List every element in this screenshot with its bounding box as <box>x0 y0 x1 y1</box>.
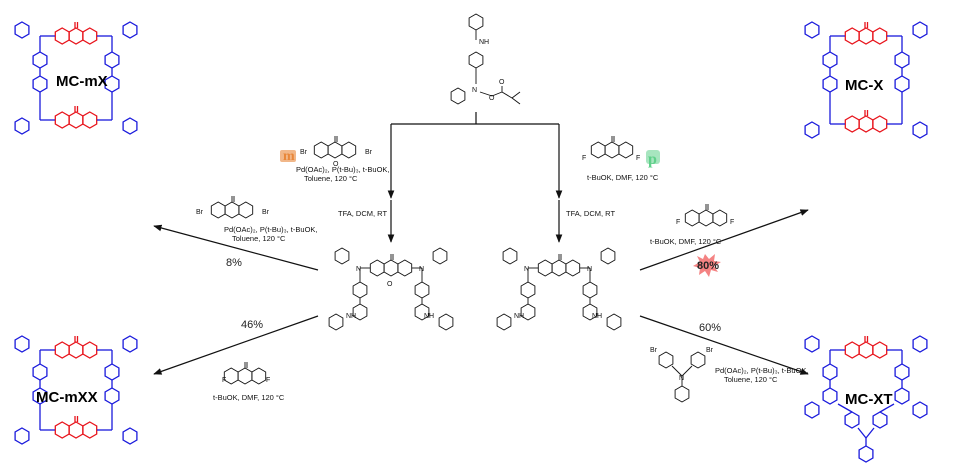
nh-label: NH <box>346 313 356 320</box>
cond-tfa-left: TFA, DCM, RT <box>338 209 387 218</box>
para-marker-badge <box>646 150 660 164</box>
n-label: N <box>472 87 477 94</box>
br-label: Br <box>300 149 308 156</box>
mc-xt-structure <box>804 335 928 463</box>
cond-toluene-left: Toluene, 120 °C <box>232 234 286 243</box>
yield-mc-mx: 8% <box>226 257 242 269</box>
f-label: F <box>582 155 586 162</box>
split-connector <box>387 112 563 243</box>
cond-pd-right: Pd(OAc)₂, P(t-Bu)₃, t-BuOK, <box>715 366 808 375</box>
para-marker: p <box>648 151 657 168</box>
f-label: F <box>730 219 734 226</box>
o-label: O <box>333 161 339 168</box>
n-label: N <box>587 266 592 273</box>
intermediate-para-structure <box>496 247 622 331</box>
n-label: N <box>419 266 424 273</box>
cond-toluene-right: Toluene, 120 °C <box>724 375 778 384</box>
arrow-to-mc-x <box>639 209 809 271</box>
br-label: Br <box>706 347 714 354</box>
o-label: O <box>499 79 505 86</box>
dibromoxanthone-reagent-left <box>211 196 252 218</box>
cond-pd-top-left: Pd(OAc)₂, P(t-Bu)₃, t-BuOK, <box>296 165 389 174</box>
difluoroxanthone-reagent-left <box>224 362 265 384</box>
arrow-to-mc-mx <box>153 224 319 271</box>
mc-xt-label: MC-XT <box>845 391 893 408</box>
n-label: N <box>524 266 529 273</box>
mc-mxx-label: MC-mXX <box>36 389 98 406</box>
yield-mc-xt: 60% <box>699 322 721 334</box>
cond-tbuok-top-right: t-BuOK, DMF, 120 °C <box>587 173 659 182</box>
cond-tfa-right: TFA, DCM, RT <box>566 209 615 218</box>
mc-mx-structure <box>14 21 138 135</box>
f-label: F <box>222 377 226 384</box>
mc-x-structure <box>804 21 928 139</box>
mc-mx-label: MC-mX <box>56 73 108 90</box>
arrow-to-mc-mxx <box>153 315 319 375</box>
dibromoxanthone-meta-reagent <box>314 136 355 158</box>
f-label: F <box>636 155 640 162</box>
nh-label: NH <box>424 313 434 320</box>
nh-label: NH <box>592 313 602 320</box>
br-label: Br <box>650 347 658 354</box>
br-label: Br <box>262 209 270 216</box>
o-label: O <box>387 281 393 288</box>
f-label: F <box>676 219 680 226</box>
br-label: Br <box>365 149 373 156</box>
nh-label: NH <box>514 313 524 320</box>
mc-x-label: MC-X <box>845 77 883 94</box>
cond-tbuok-left: t-BuOK, DMF, 120 °C <box>213 393 285 402</box>
br-label: Br <box>196 209 204 216</box>
cond-tbuok-right: t-BuOK, DMF, 120 °C <box>650 237 722 246</box>
arrow-to-mc-xt <box>639 315 809 375</box>
cond-pd-left: Pd(OAc)₂, P(t-Bu)₃, t-BuOK, <box>224 225 317 234</box>
meta-marker: m <box>283 149 295 164</box>
f-label: F <box>266 377 270 384</box>
o-label: O <box>489 95 495 102</box>
difluoroxanthone-reagent-right <box>685 204 726 226</box>
yield-mc-x: 80% <box>697 260 719 272</box>
yield-burst-badge <box>693 254 721 277</box>
difluoroxanthone-para-reagent <box>591 136 632 158</box>
mc-mxx-structure <box>14 335 138 445</box>
meta-marker-badge <box>280 150 296 162</box>
intermediate-meta-structure <box>328 247 454 331</box>
n-label: N <box>679 375 684 382</box>
yield-mc-mxx: 46% <box>241 319 263 331</box>
tris-bromophenylamine-reagent <box>658 351 706 403</box>
cond-toluene-top-left: Toluene, 120 °C <box>304 174 358 183</box>
starting-material-structure <box>450 13 521 105</box>
n-label: N <box>356 266 361 273</box>
nh-label: NH <box>479 39 489 46</box>
